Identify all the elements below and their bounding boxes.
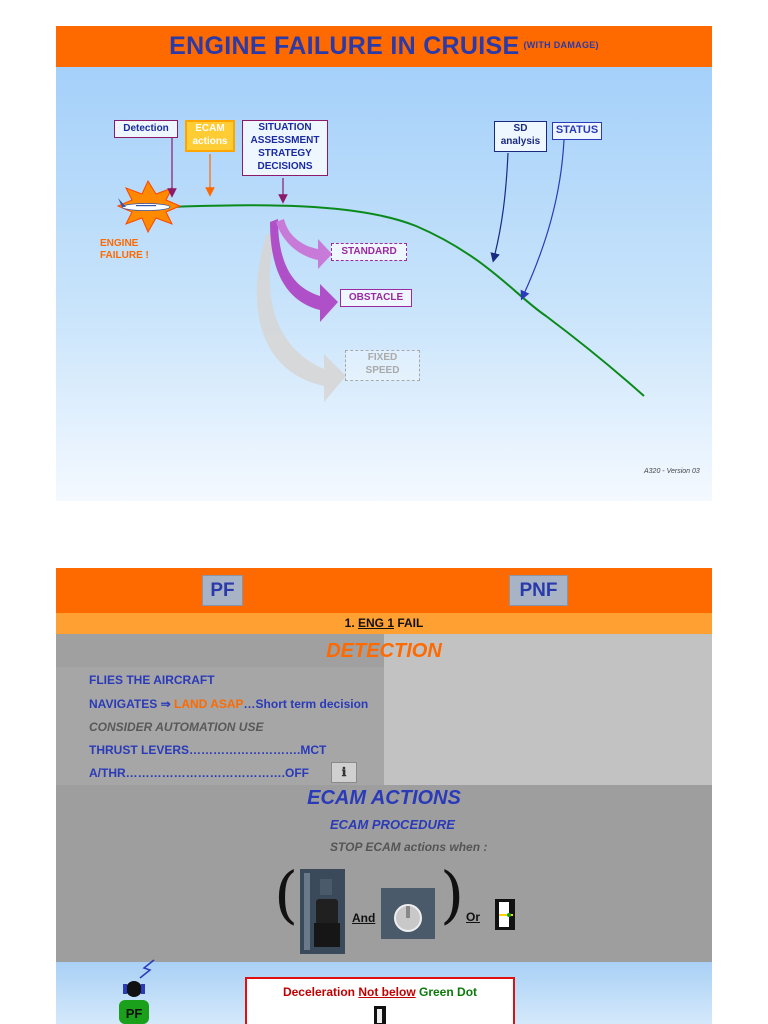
detection-title: DETECTION bbox=[326, 640, 442, 662]
thrust-levers-line: THRUST LEVERS……………………….MCT bbox=[89, 743, 327, 757]
thrust-lever-icon bbox=[300, 869, 345, 954]
stop-ecam-label: STOP ECAM actions when : bbox=[330, 840, 488, 854]
flight-path-diagram bbox=[116, 138, 645, 402]
info-icon[interactable]: ℹ bbox=[331, 762, 357, 783]
athr-line: A/THR………………………………….OFF bbox=[89, 766, 309, 780]
fixed-line1: FIXED bbox=[367, 352, 398, 363]
land-asap-text: LAND ASAP bbox=[173, 697, 244, 711]
ecam-procedure-label: ECAM PROCEDURE bbox=[330, 817, 455, 832]
sd-line2: analysis bbox=[500, 136, 541, 147]
sd-arrow bbox=[490, 152, 509, 263]
role-header-bar bbox=[56, 568, 712, 613]
green-dot-small-icon bbox=[374, 1006, 386, 1024]
green-dot-speed-tape-icon bbox=[495, 899, 515, 930]
pnf-button[interactable]: PNF bbox=[509, 575, 568, 606]
pf-button[interactable]: PF bbox=[202, 575, 243, 606]
title-suffix: (WITH DAMAGE) bbox=[523, 40, 599, 50]
mode-selector-knob-icon bbox=[381, 888, 435, 939]
navigates-text: NAVIGATES bbox=[89, 697, 158, 711]
status-arrow bbox=[520, 139, 565, 301]
subheader-eng: ENG 1 bbox=[357, 616, 394, 630]
detection-label: Detection bbox=[114, 120, 178, 138]
obstacle-arrow bbox=[270, 219, 338, 322]
situation-line4: DECISIONS bbox=[257, 161, 313, 172]
procedure-subheader: 1. ENG 1 FAIL bbox=[56, 613, 712, 634]
pilot-label: PF bbox=[126, 1006, 143, 1021]
and-connector: And bbox=[352, 911, 376, 925]
slide-eng1-fail-procedure: PF PNF 1. ENG 1 FAIL DETECTION FLIES THE… bbox=[56, 568, 712, 1024]
pilot-pf-icon: PF bbox=[119, 959, 155, 1024]
ecam-label-line2: actions bbox=[192, 136, 228, 147]
navigates-line: NAVIGATES ⇒ LAND ASAP…Short term decisio… bbox=[89, 697, 368, 711]
decel-prefix: Deceleration bbox=[282, 985, 359, 999]
engine-failure-line2: FAILURE ! bbox=[100, 250, 149, 261]
situation-line3: STRATEGY bbox=[258, 148, 312, 159]
situation-line2: ASSESSMENT bbox=[250, 135, 320, 146]
slide-engine-failure-cruise: ENGINE FAILURE IN CRUISE(WITH DAMAGE) bbox=[56, 26, 712, 501]
ecam-actions-title: ECAM ACTIONS bbox=[307, 787, 461, 809]
version-label: A320 - Version 03 bbox=[644, 468, 700, 475]
standard-arrow bbox=[276, 219, 332, 269]
slide-title: ENGINE FAILURE IN CRUISE(WITH DAMAGE) bbox=[169, 32, 599, 60]
implies-arrow-icon: ⇒ bbox=[160, 697, 171, 711]
fixed-speed-label: FIXED SPEED bbox=[345, 350, 420, 381]
fixed-line2: SPEED bbox=[365, 365, 400, 376]
decel-green-dot: Green Dot bbox=[415, 985, 478, 999]
subheader-suffix: FAIL bbox=[394, 616, 424, 630]
aircraft-icon bbox=[118, 198, 171, 211]
automation-line: CONSIDER AUTOMATION USE bbox=[89, 720, 264, 734]
situation-line1: SITUATION bbox=[258, 122, 312, 133]
flight-path-line bbox=[165, 204, 645, 397]
engine-failure-line1: ENGINE bbox=[100, 238, 139, 249]
pf-column-bg bbox=[56, 667, 384, 785]
standard-strategy-label: STANDARD bbox=[331, 243, 407, 261]
status-label: STATUS bbox=[552, 122, 602, 140]
subheader-prefix: 1. bbox=[344, 616, 358, 630]
obstacle-strategy-label: OBSTACLE bbox=[340, 289, 412, 307]
engine-failure-label: ENGINE FAILURE ! bbox=[100, 238, 149, 262]
sd-analysis-label: SD analysis bbox=[494, 121, 547, 152]
decel-not-below: Not below bbox=[358, 985, 416, 999]
ecam-label-line1: ECAM bbox=[195, 123, 225, 134]
right-paren: ) bbox=[440, 858, 465, 931]
sd-line1: SD bbox=[513, 123, 528, 134]
flies-aircraft-line: FLIES THE AIRCRAFT bbox=[89, 673, 215, 687]
or-connector: Or bbox=[466, 910, 481, 924]
ecam-actions-label: ECAM actions bbox=[185, 120, 235, 152]
fixed-speed-arrow bbox=[256, 226, 346, 402]
left-paren: ( bbox=[274, 858, 299, 931]
title-bar bbox=[56, 26, 712, 67]
pnf-column-bg bbox=[384, 634, 712, 785]
deceleration-text: Deceleration Not below Green Dot bbox=[245, 985, 515, 999]
short-term-text: …Short term decision bbox=[243, 697, 369, 711]
situation-assessment-label: SITUATION ASSESSMENT STRATEGY DECISIONS bbox=[242, 120, 328, 176]
